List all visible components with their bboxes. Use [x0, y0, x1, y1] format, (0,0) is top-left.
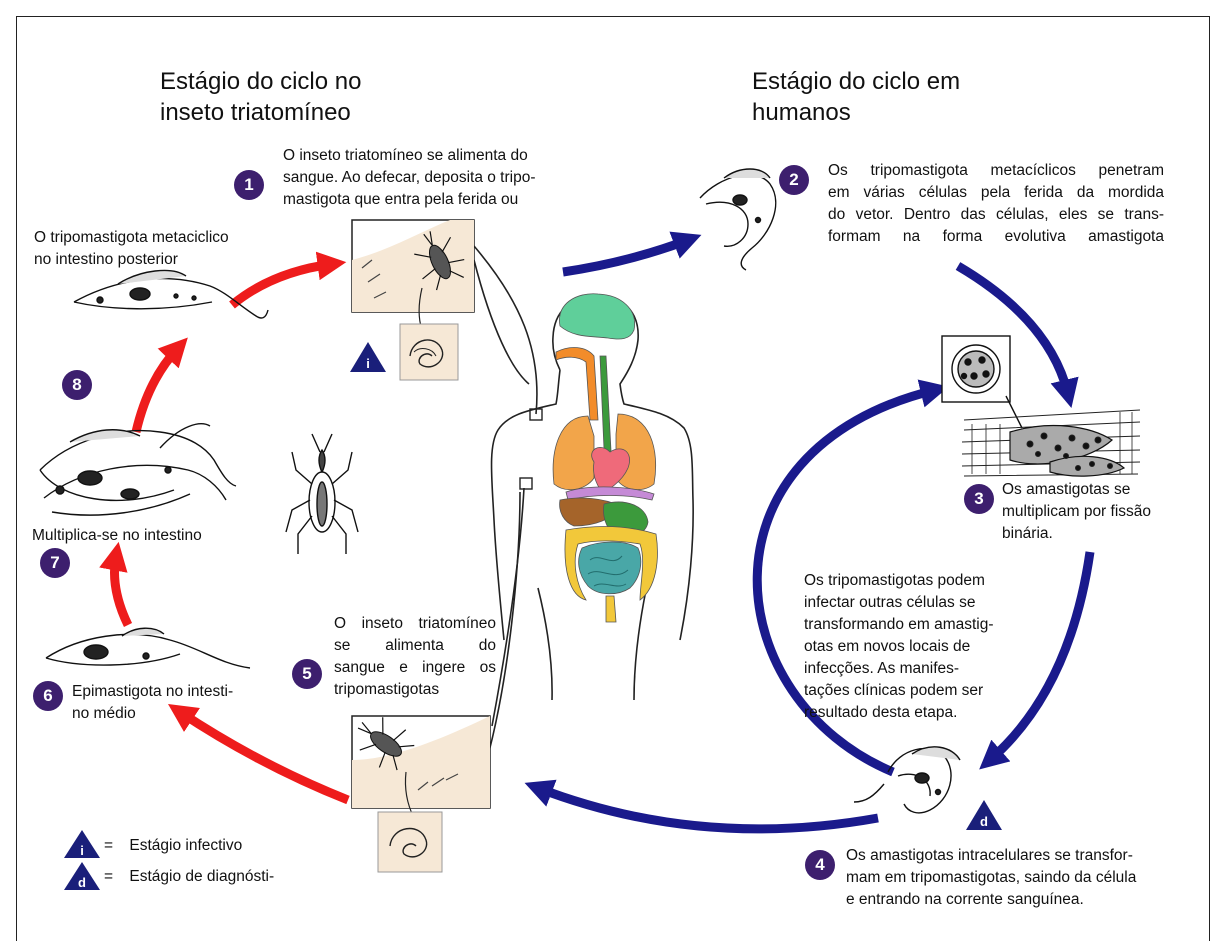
legend-infective: = Estágio infectivo [104, 835, 242, 857]
step-3-line: multiplicam por fissão [1002, 501, 1151, 523]
step-6-badge: 6 [33, 681, 63, 711]
step-4-text: Os amastigotas intracelulares se transfo… [846, 845, 1136, 911]
legend-diagnostic-icon: d [64, 862, 100, 890]
reinfection-line: Os tripomastigotas podem [804, 570, 994, 592]
reinfection-line: transformando em amastig- [804, 614, 994, 636]
reinfection-line: otas em novos locais de [804, 636, 994, 658]
step-1-line: mastigota que entra pela ferida ou [283, 189, 535, 211]
diagnostic-stage-marker-icon: d [966, 800, 1002, 830]
insect-stage-heading-line: inseto triatomíneo [160, 97, 361, 128]
insect-stage-heading-line: Estágio do ciclo no [160, 66, 361, 97]
step-3-line: Os amastigotas se [1002, 479, 1151, 501]
step-7-line: Multiplica-se no intestino [32, 525, 202, 547]
infected-cell-icon [942, 336, 1022, 428]
reinfection-line: tações clínicas podem ser [804, 680, 994, 702]
small-intestine [579, 542, 641, 594]
human-stage-heading-line: Estágio do ciclo em [752, 66, 960, 97]
step-1-line: O inseto triatomíneo se alimenta do [283, 145, 535, 167]
step-5-line: O inseto triatomíneo [334, 613, 496, 635]
arrow-step4-to-step5 [538, 788, 878, 829]
step-8-badge: 8 [62, 370, 92, 400]
triatomine-bug-icon [286, 434, 358, 554]
reinfection-note: Os tripomastigotas podem infectar outras… [804, 570, 994, 724]
infective-stage-marker-icon: i [350, 342, 386, 372]
brain [559, 294, 634, 339]
step-7-badge: 7 [40, 548, 70, 578]
metacyclic-label: O tripomastigota metaciclico no intestin… [34, 227, 229, 271]
step-3-line: binária. [1002, 523, 1151, 545]
svg-text:d: d [980, 814, 988, 829]
legend-diagnostic-label: Estágio de diagnósti- [129, 868, 274, 885]
step-5-line: se alimenta do [334, 635, 496, 657]
arrow-step3-to-step4 [990, 552, 1090, 760]
step-1-text: O inseto triatomíneo se alimenta do sang… [283, 145, 535, 211]
human-stage-heading: Estágio do ciclo em humanos [752, 66, 960, 128]
step-3-badge: 3 [964, 484, 994, 514]
arrow-step7-to-step8 [136, 348, 178, 432]
legend-infective-label: Estágio infectivo [129, 837, 242, 854]
airway [556, 347, 598, 420]
svg-text:d: d [78, 875, 86, 890]
legend-infective-icon: i [64, 830, 100, 858]
legend-diagnostic: = Estágio de diagnósti- [104, 866, 274, 888]
legend-equals-sign: = [104, 837, 113, 854]
muscle-tissue-icon [962, 410, 1140, 476]
reinfection-line: infecções. As manifes- [804, 658, 994, 680]
step-2-text: Os tripomastigota metacíclicos penetram … [828, 160, 1164, 248]
step-5-badge: 5 [292, 659, 322, 689]
trypomastigote-step2-icon [700, 169, 776, 270]
step-2-line: do vetor. Dentro das células, eles se tr… [828, 204, 1164, 226]
step-7-text: Multiplica-se no intestino [32, 525, 202, 547]
inset-step5 [347, 707, 490, 872]
step-5-text: O inseto triatomíneo se alimenta do sang… [334, 613, 496, 701]
metacyclic-line: O tripomastigota metaciclico [34, 227, 229, 249]
reinfection-line: infectar outras células se [804, 592, 994, 614]
step-4-badge: 4 [805, 850, 835, 880]
metacyclic-line: no intestino posterior [34, 249, 229, 271]
step-5-line: tripomastigotas [334, 679, 496, 701]
arrow-step1-to-step2 [563, 240, 688, 272]
svg-text:i: i [366, 356, 370, 371]
rectum [606, 596, 616, 622]
legend-equals-sign: = [104, 868, 113, 885]
arrow-step8-to-step1 [232, 264, 332, 305]
human-stage-heading-line: humanos [752, 97, 960, 128]
step-4-line: Os amastigotas intracelulares se transfo… [846, 845, 1136, 867]
step-2-line: formam na forma evolutiva amastigota [828, 226, 1164, 248]
step-4-line: e entrando na corrente sanguínea. [846, 889, 1136, 911]
arrow-step6-to-step7 [115, 556, 129, 625]
step-2-badge: 2 [779, 165, 809, 195]
step-4-line: mam em tripomastigotas, saindo da célula [846, 867, 1136, 889]
insect-stage-heading: Estágio do ciclo no inseto triatomíneo [160, 66, 361, 128]
step-2-line: em várias células pela ferida da mordida [828, 182, 1164, 204]
step-6-text: Epimastigota no intesti- no médio [72, 681, 233, 725]
step-3-text: Os amastigotas se multiplicam por fissão… [1002, 479, 1151, 545]
step-1-badge: 1 [234, 170, 264, 200]
step-6-line: no médio [72, 703, 233, 725]
step-5-line: sangue e ingere os [334, 657, 496, 679]
step-2-line: Os tripomastigota metacíclicos penetram [828, 160, 1164, 182]
arrow-step5-to-step6 [180, 712, 348, 800]
reinfection-line: resultado desta etapa. [804, 702, 994, 724]
svg-text:i: i [80, 843, 84, 858]
step-1-line: sangue. Ao defecar, deposita o tripo- [283, 167, 535, 189]
epimastigote-icon [46, 628, 250, 668]
multiplying-epimastigotes-icon [40, 424, 236, 515]
organs [553, 294, 657, 622]
step-6-line: Epimastigota no intesti- [72, 681, 233, 703]
